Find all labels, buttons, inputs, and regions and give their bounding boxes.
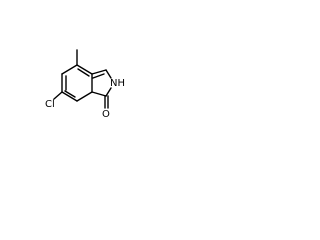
bond-ring-top-right — [76, 64, 93, 75]
bond-five-ring-nh-lower — [105, 87, 112, 97]
bond-ring-bottom-left — [61, 91, 78, 102]
atom-label-nh: NH — [110, 78, 125, 89]
atom-label-oxygen: O — [102, 109, 110, 120]
bond-chloro — [53, 91, 63, 100]
bond-five-ring-top — [91, 69, 107, 75]
bond-ring-top-right-inner — [77, 68, 90, 77]
bond-five-ring-bottom — [91, 91, 107, 97]
atom-label-chlorine: Cl — [45, 99, 55, 110]
bond-five-ring-top-inner — [92, 73, 105, 79]
chemical-structure-diagram: Cl NH O — [45, 49, 125, 120]
bond-ring-bottom-right — [76, 91, 93, 102]
bond-five-ring-nh-upper — [105, 69, 112, 79]
bond-ring-bottom-left-inner — [64, 90, 76, 98]
bond-ring-top — [61, 64, 78, 75]
